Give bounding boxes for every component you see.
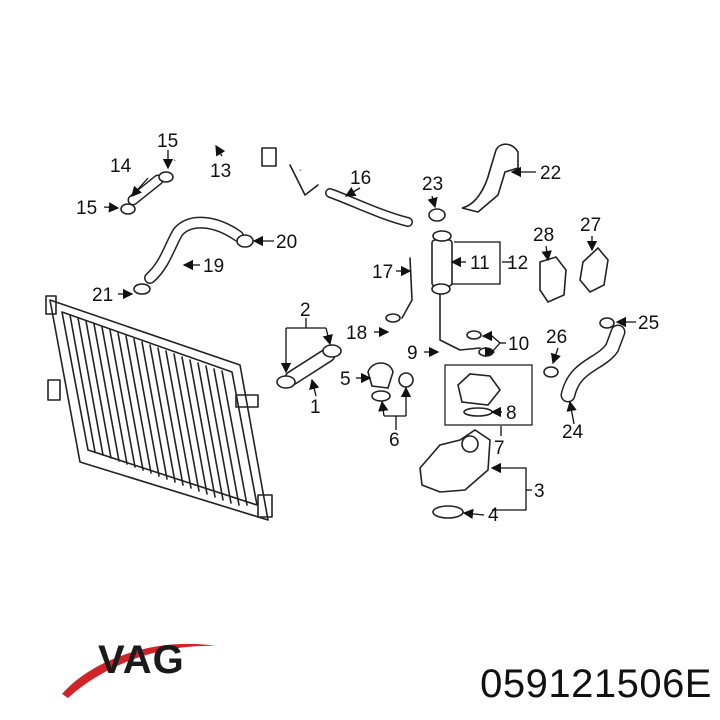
callout-1: 1 <box>310 397 321 418</box>
bracket-28 <box>539 256 567 304</box>
callout-7: 7 <box>494 438 505 459</box>
hose-13 <box>173 139 319 196</box>
part-27 <box>579 246 609 293</box>
callout-13: 13 <box>210 161 231 182</box>
housing-3 <box>419 429 491 519</box>
callout-10: 10 <box>508 334 529 355</box>
brand-logo-text: VAG <box>98 638 185 682</box>
callout-11: 11 <box>470 253 490 274</box>
callout-8: 8 <box>506 403 517 424</box>
hose-19 <box>133 216 254 295</box>
part-5 <box>367 362 414 402</box>
callout-15-left: 15 <box>76 198 97 219</box>
callout-3: 3 <box>534 481 545 502</box>
callout-27: 27 <box>580 215 601 236</box>
callout-12: 12 <box>507 253 528 274</box>
leaders <box>103 144 636 520</box>
hose-16 <box>325 188 413 227</box>
callout-6: 6 <box>389 430 400 451</box>
radiator <box>45 295 273 521</box>
callout-5: 5 <box>340 369 351 390</box>
callout-18: 18 <box>346 323 367 344</box>
callout-26: 26 <box>546 327 567 348</box>
callout-21: 21 <box>92 285 113 306</box>
callout-19: 19 <box>203 256 224 277</box>
part-22 <box>461 143 519 213</box>
hose-1 <box>276 344 342 389</box>
callout-23: 23 <box>422 174 443 195</box>
callout-2: 2 <box>300 300 311 321</box>
callout-24: 24 <box>562 422 584 443</box>
callout-16: 16 <box>350 168 371 189</box>
vag-logo-swoosh-icon <box>62 643 216 698</box>
callout-4: 4 <box>488 505 499 526</box>
oring-23 <box>428 208 446 222</box>
callout-25: 25 <box>638 313 659 334</box>
callout-labels: 1 2 3 4 5 6 7 8 9 10 11 12 13 14 15 15 1… <box>76 131 659 526</box>
callout-9: 9 <box>407 343 418 364</box>
part-11 <box>431 230 453 295</box>
callout-15-top: 15 <box>157 131 178 152</box>
callout-22: 22 <box>540 163 561 184</box>
part-number: 059121506E <box>480 662 712 706</box>
callout-20: 20 <box>276 232 297 253</box>
clamp-10a <box>466 330 482 340</box>
hose-14 <box>120 171 174 215</box>
pipe-17 <box>385 257 481 351</box>
clamp-10b <box>478 347 494 357</box>
callout-14: 14 <box>110 156 132 177</box>
callout-28: 28 <box>533 225 554 246</box>
callout-17: 17 <box>372 262 393 283</box>
hose-24 <box>543 317 626 403</box>
thermostat-7 <box>444 364 533 426</box>
